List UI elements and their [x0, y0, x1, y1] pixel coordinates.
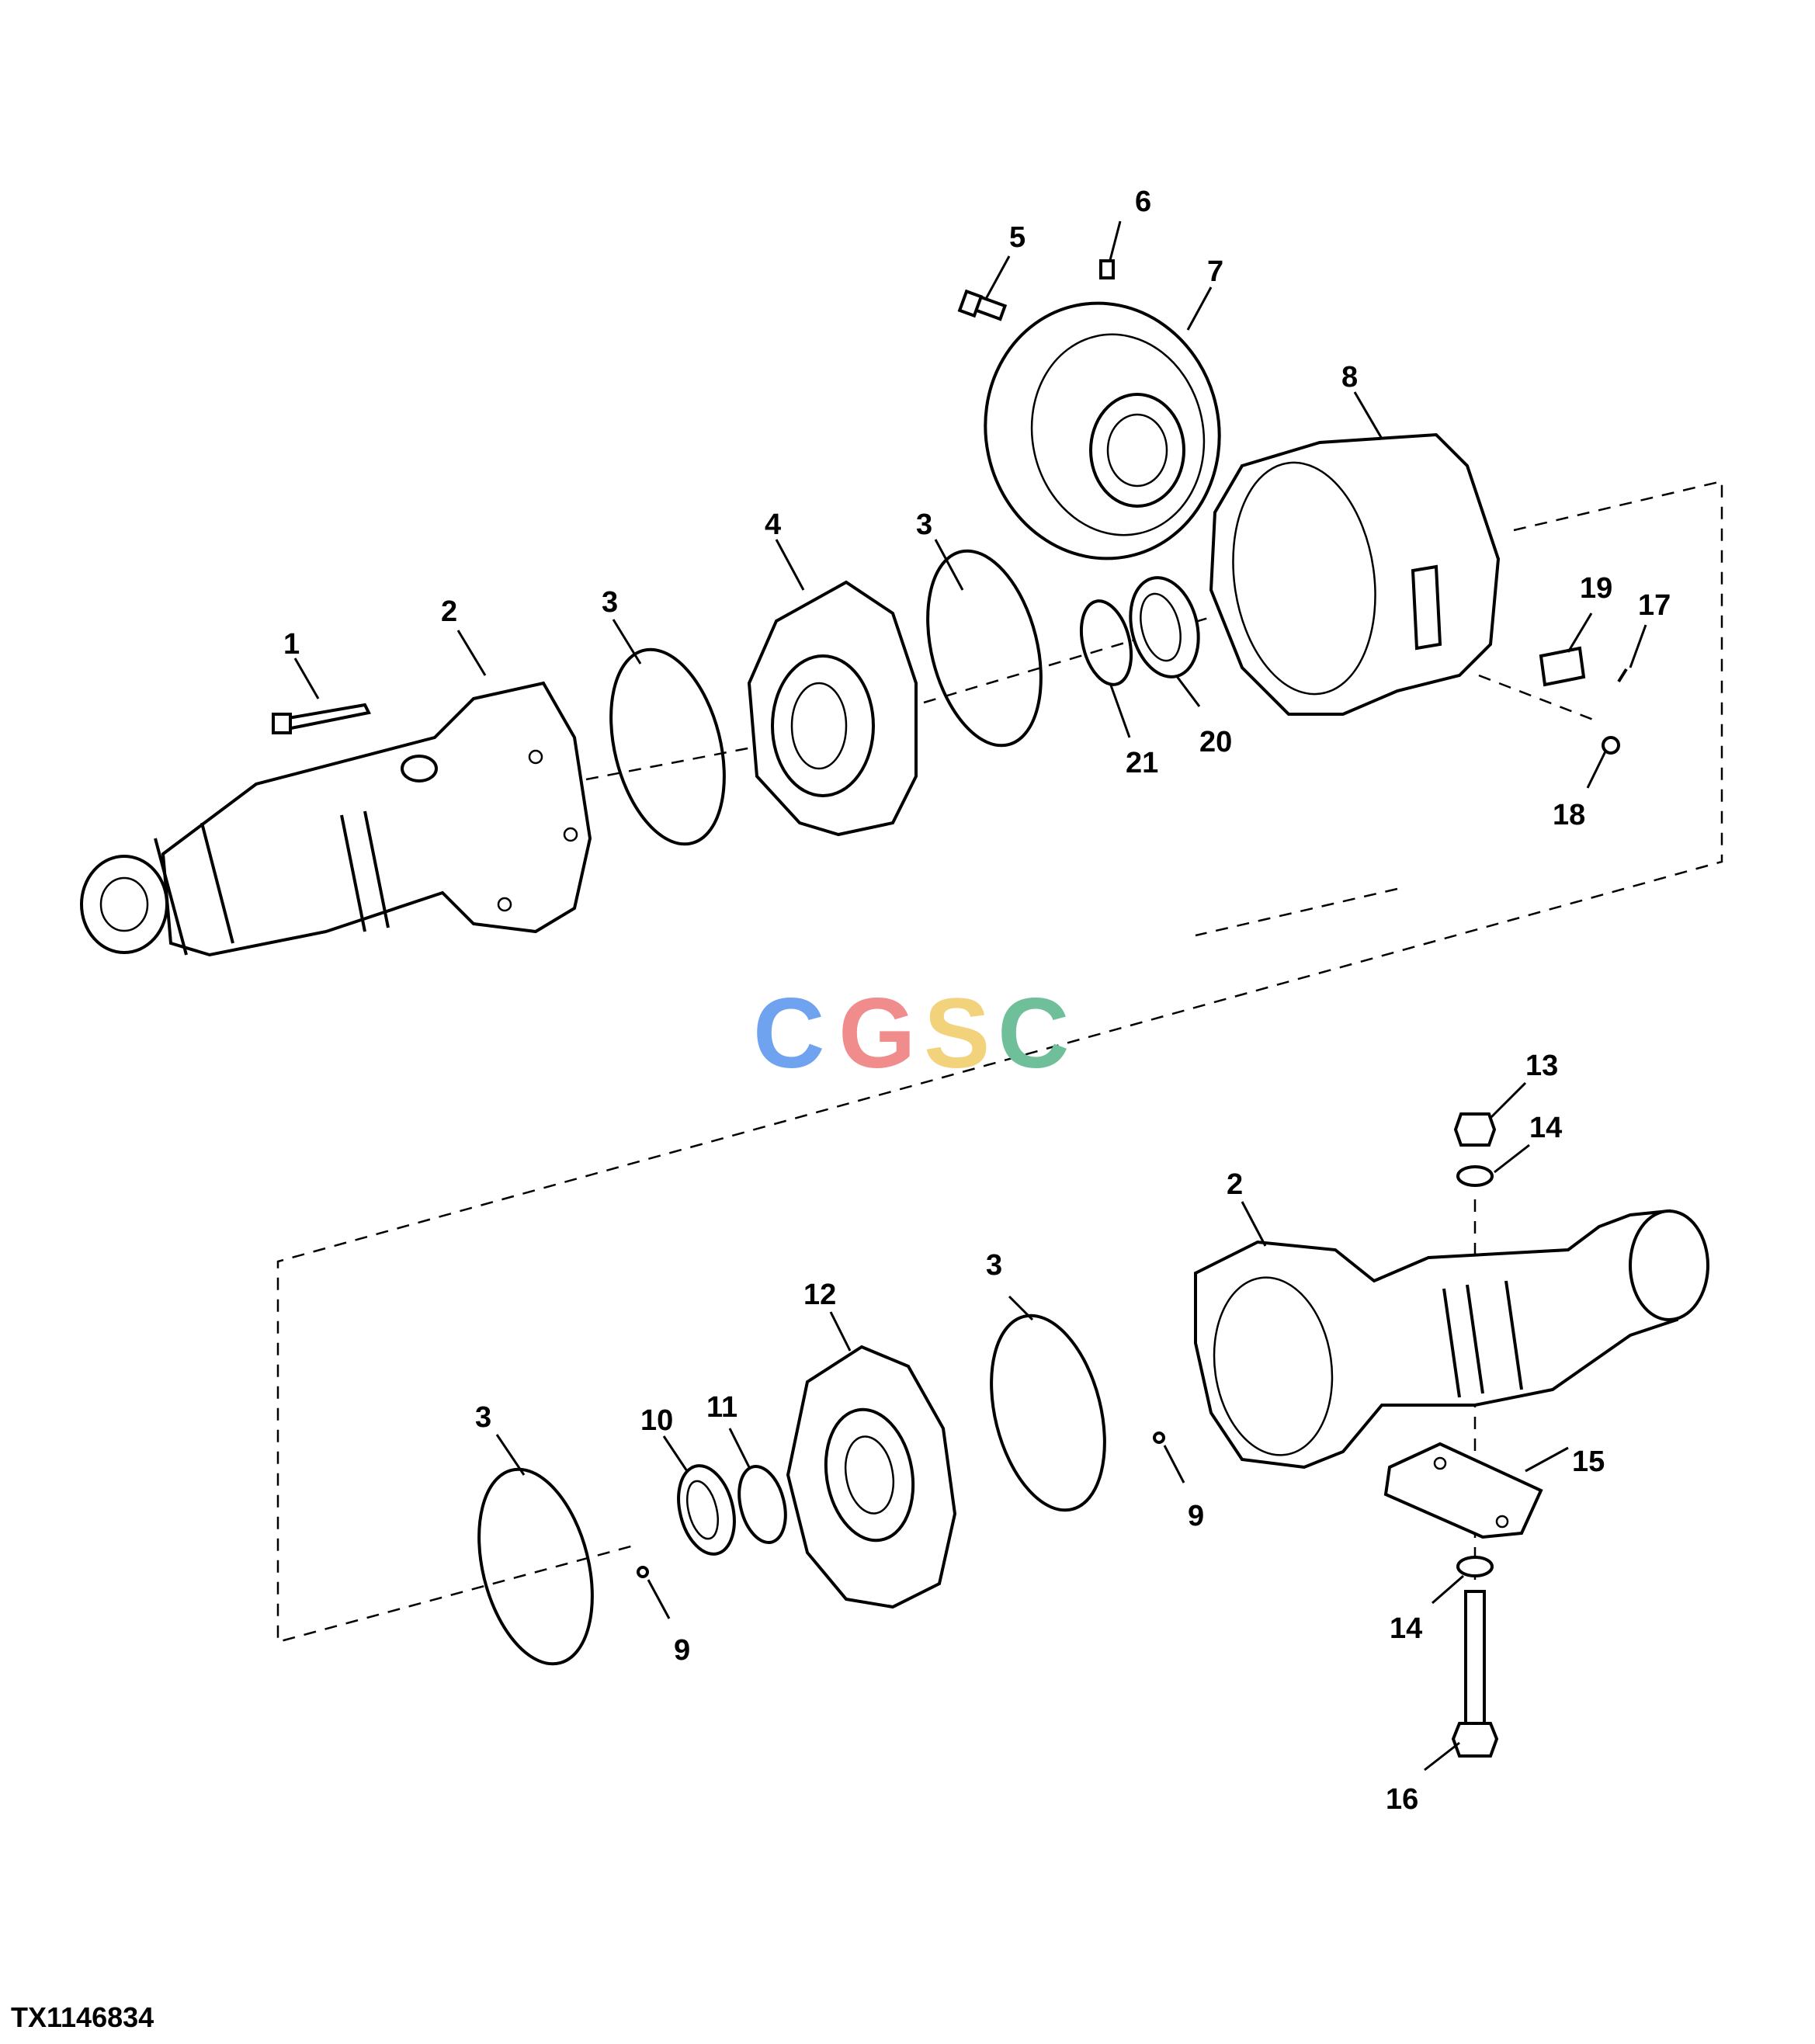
callout-17: 17 — [1638, 589, 1671, 622]
callout-14-lower: 14 — [1390, 1612, 1422, 1645]
callout-3-lower-left: 3 — [475, 1401, 491, 1434]
part-11-snap-ring — [737, 1465, 787, 1544]
callout-20: 20 — [1199, 726, 1232, 758]
part-20-bearing — [1129, 576, 1200, 678]
watermark-letter-c2: C — [998, 978, 1069, 1089]
part-2-lower-housing — [1194, 1209, 1709, 1470]
part-10-seal — [677, 1464, 736, 1556]
part-13-nut — [1453, 1112, 1497, 1147]
part-21-snap-ring — [1079, 599, 1133, 686]
callout-3-lower-right: 3 — [986, 1249, 1002, 1282]
part-8-differential-housing — [1209, 432, 1501, 716]
part-19-plate — [1539, 646, 1586, 687]
callout-3-upper-right: 3 — [916, 508, 932, 541]
figure-id: TX1146834 — [11, 2001, 154, 2033]
part-9-plug-b — [637, 1566, 649, 1578]
part-3-o-ring-a — [609, 647, 726, 846]
callout-3-upper-left: 3 — [602, 586, 618, 619]
callout-9-right: 9 — [1188, 1500, 1204, 1532]
part-18-nut — [1602, 736, 1620, 755]
callout-7: 7 — [1207, 255, 1223, 288]
callout-2-upper: 2 — [441, 595, 457, 628]
watermark-letter-s: S — [924, 978, 990, 1089]
part-16-bolt — [1451, 1590, 1499, 1758]
callout-13: 13 — [1525, 1050, 1558, 1082]
callout-2-lower: 2 — [1227, 1168, 1243, 1201]
part-3-o-ring-c — [990, 1314, 1106, 1512]
part-15-bracket — [1383, 1442, 1543, 1539]
callout-labels: 1 2 3 4 3 5 6 7 8 19 17 18 21 20 13 14 2… — [283, 186, 1671, 1816]
part-4-carrier — [747, 580, 918, 837]
callout-14-upper: 14 — [1529, 1112, 1562, 1144]
callout-18: 18 — [1553, 799, 1585, 831]
callout-12: 12 — [803, 1279, 836, 1311]
callout-11: 11 — [706, 1391, 737, 1424]
part-7-brake-housing — [984, 301, 1221, 560]
part-12-carrier — [786, 1345, 957, 1609]
callout-4: 4 — [765, 508, 781, 541]
part-5-bolt — [957, 289, 1008, 321]
callout-9-left: 9 — [674, 1634, 690, 1667]
callout-6: 6 — [1135, 186, 1151, 218]
callout-16: 16 — [1386, 1783, 1418, 1816]
part-17-pin — [1617, 668, 1628, 683]
callout-5: 5 — [1009, 221, 1025, 254]
part-14-washer-b — [1456, 1556, 1494, 1577]
part-3-o-ring-b — [926, 549, 1043, 748]
part-14-washer-a — [1456, 1165, 1494, 1187]
part-3-o-ring-d — [477, 1467, 594, 1666]
part-9-plug-a — [1153, 1431, 1165, 1444]
callout-15: 15 — [1572, 1445, 1605, 1478]
part-2-upper-housing — [80, 681, 592, 957]
callout-1: 1 — [283, 628, 300, 661]
part-1-bolt — [272, 703, 371, 734]
callout-19: 19 — [1580, 572, 1612, 605]
leader-lines — [293, 220, 1647, 1772]
callout-10: 10 — [640, 1404, 673, 1437]
part-6-fitting — [1099, 259, 1115, 279]
callout-21: 21 — [1126, 747, 1158, 779]
watermark-letter-g: G — [838, 978, 916, 1089]
callout-8: 8 — [1341, 361, 1358, 394]
watermark-letter-c1: C — [753, 978, 824, 1089]
cgsc-watermark: C G S C — [753, 978, 1069, 1089]
